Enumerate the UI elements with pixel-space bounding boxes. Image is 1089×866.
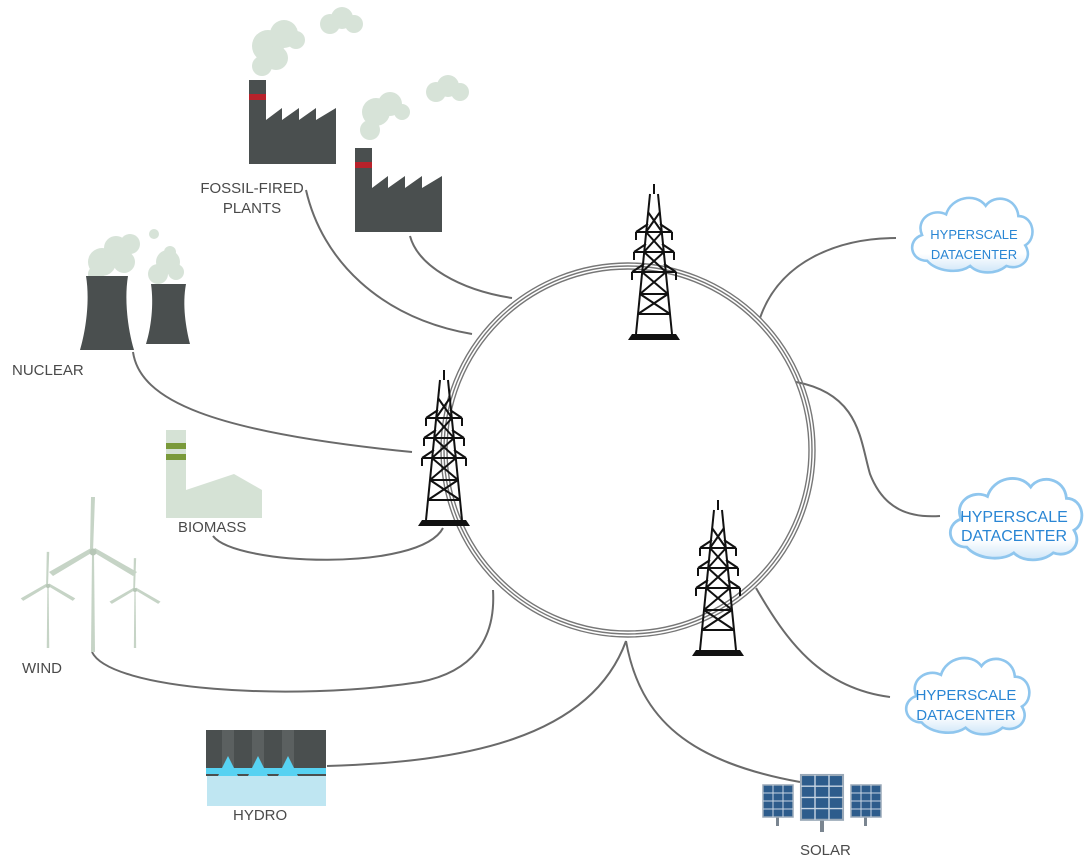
connector-biomass (212, 527, 444, 561)
datacenter-3-line1: HYPERSCALE (916, 687, 1017, 704)
datacenter-cloud-3: HYPERSCALE DATACENTER (904, 656, 1031, 736)
wind-label: WIND (22, 660, 62, 677)
datacenter-2-line2: DATACENTER (961, 528, 1067, 545)
connector-hydro (326, 640, 627, 767)
connection-lines (91, 189, 941, 783)
datacenter-cloud-2: HYPERSCALE DATACENTER (948, 477, 1084, 562)
connector-nuclear (132, 351, 413, 453)
biomass-plant-icon (166, 430, 262, 518)
nuclear-plant-icon (80, 229, 190, 350)
datacenter-3-line2: DATACENTER (916, 707, 1016, 724)
connector-datacenter-1 (759, 237, 897, 319)
nuclear-label: NUCLEAR (12, 362, 84, 379)
connector-datacenter-2 (795, 381, 941, 518)
hydro-dam-icon (206, 730, 326, 806)
connector-wind (91, 589, 495, 693)
hydro-label: HYDRO (233, 807, 287, 824)
solar-panels-icon (762, 773, 882, 832)
transmission-tower-icon (691, 499, 745, 657)
connector-datacenter-3 (755, 587, 891, 698)
datacenter-1-line1: HYPERSCALE (930, 227, 1018, 242)
fossil-label-line2: PLANTS (223, 200, 281, 217)
grid-ring (440, 262, 816, 638)
transmission-tower-icon (417, 369, 471, 527)
wind-turbines-icon (20, 497, 161, 652)
datacenter-cloud-1: HYPERSCALE DATACENTER (910, 196, 1034, 274)
fossil-label-line1: FOSSIL-FIRED (200, 180, 304, 197)
connector-solar (625, 640, 801, 783)
connector-fossil-1 (305, 189, 473, 335)
fossil-plant-icon (249, 7, 469, 232)
connector-fossil-2 (409, 235, 513, 299)
datacenter-1-line2: DATACENTER (931, 247, 1017, 262)
solar-label: SOLAR (800, 842, 851, 859)
transmission-tower-icon (627, 183, 681, 341)
biomass-label: BIOMASS (178, 519, 246, 536)
datacenter-2-line1: HYPERSCALE (960, 509, 1068, 526)
